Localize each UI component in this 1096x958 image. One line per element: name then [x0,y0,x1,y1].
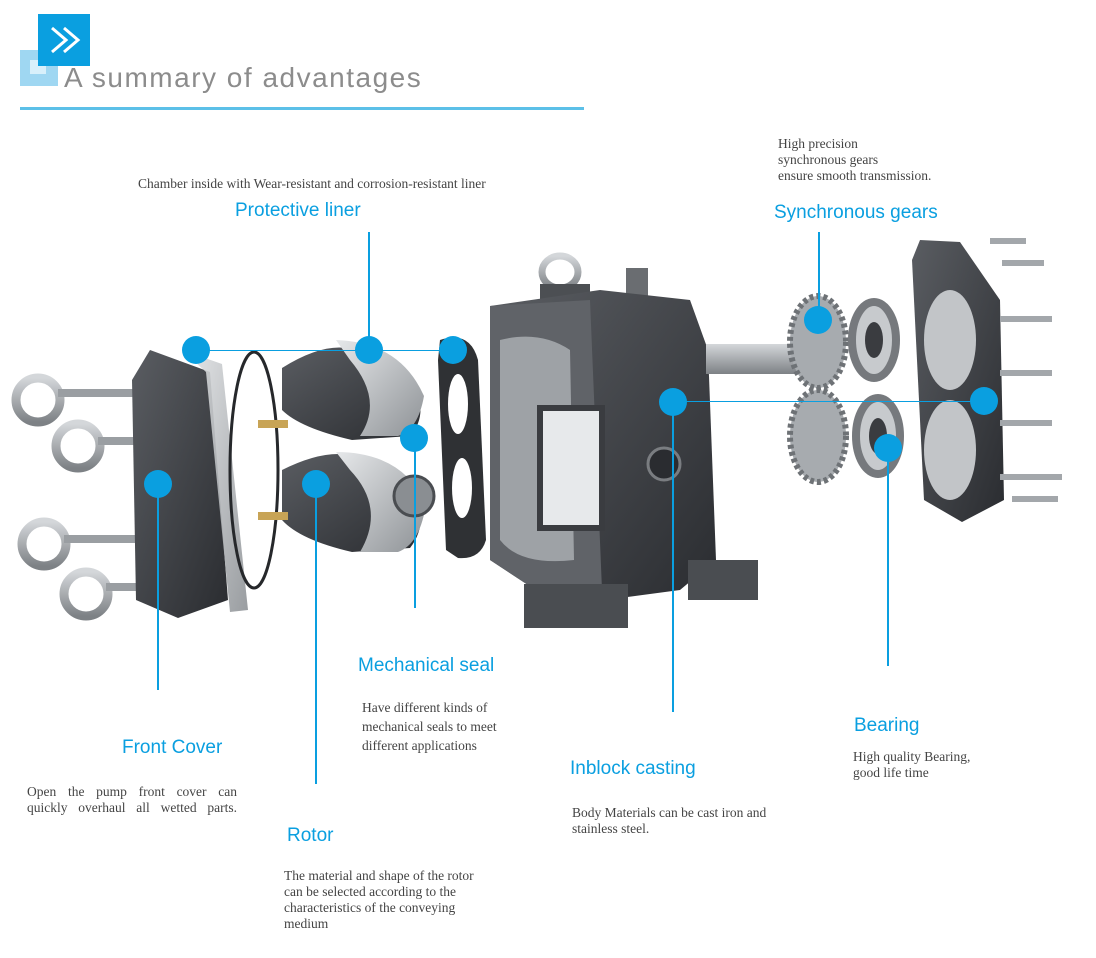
leader-line [674,401,986,403]
inblock-casting-desc: Body Materials can be cast iron and stai… [572,805,767,836]
synchronous-gears-label: Synchronous gears [774,202,938,223]
mechanical-seal-label: Mechanical seal [358,655,495,676]
bearing-desc: High quality Bearing, good life time [853,749,971,780]
leader-line [414,438,416,608]
eye-bolt [11,373,138,427]
leader-line [157,484,159,690]
protective-liner-label: Protective liner [235,200,361,221]
leader-line [818,232,820,320]
leader-line [672,402,674,712]
rotor-part [258,340,426,552]
callout-dot-synchronous-gears [970,387,998,415]
protective-liner-desc: Chamber inside with Wear-resistant and c… [138,176,486,191]
callout-dot-protective-liner [182,336,210,364]
leader-line [887,448,889,666]
synchronous-gears-desc: High precision synchronous gears ensure … [778,136,932,183]
bolt-group [990,238,1062,502]
mechanical-seal-desc: Have different kinds of mechanical seals… [362,700,497,753]
leader-line [315,484,317,784]
rotor-label: Rotor [287,825,334,846]
inblock-casting-label: Inblock casting [570,758,696,779]
front-cover-label: Front Cover [122,737,223,758]
front-cover-part [132,350,248,618]
bearing-part [848,298,904,478]
callout-dot-mechanical-seal [400,424,428,452]
callout-dot-synchronous-gears [804,306,832,334]
eye-bolt [17,517,140,571]
leader-line [196,350,454,352]
front-cover-desc: Open the pump front cover can quickly ov… [27,784,237,815]
pump-body-part [490,252,806,628]
double-chevron-right-icon [20,14,90,86]
callout-dot-bearing [874,434,902,462]
rear-cover-part [912,240,1004,522]
callout-dot-rotor [302,470,330,498]
page-title: A summary of advantages [64,62,423,93]
rotor-desc: The material and shape of the rotor can … [284,868,474,931]
callout-dot-protective-liner [439,336,467,364]
callout-dot-protective-liner [355,336,383,364]
o-ring-part [228,350,280,590]
leader-line [368,232,370,350]
header-icon [20,14,92,88]
callout-dot-inblock-casting [659,388,687,416]
callout-dot-front-cover [144,470,172,498]
bearing-label: Bearing [854,715,920,736]
title-underline [20,107,584,110]
